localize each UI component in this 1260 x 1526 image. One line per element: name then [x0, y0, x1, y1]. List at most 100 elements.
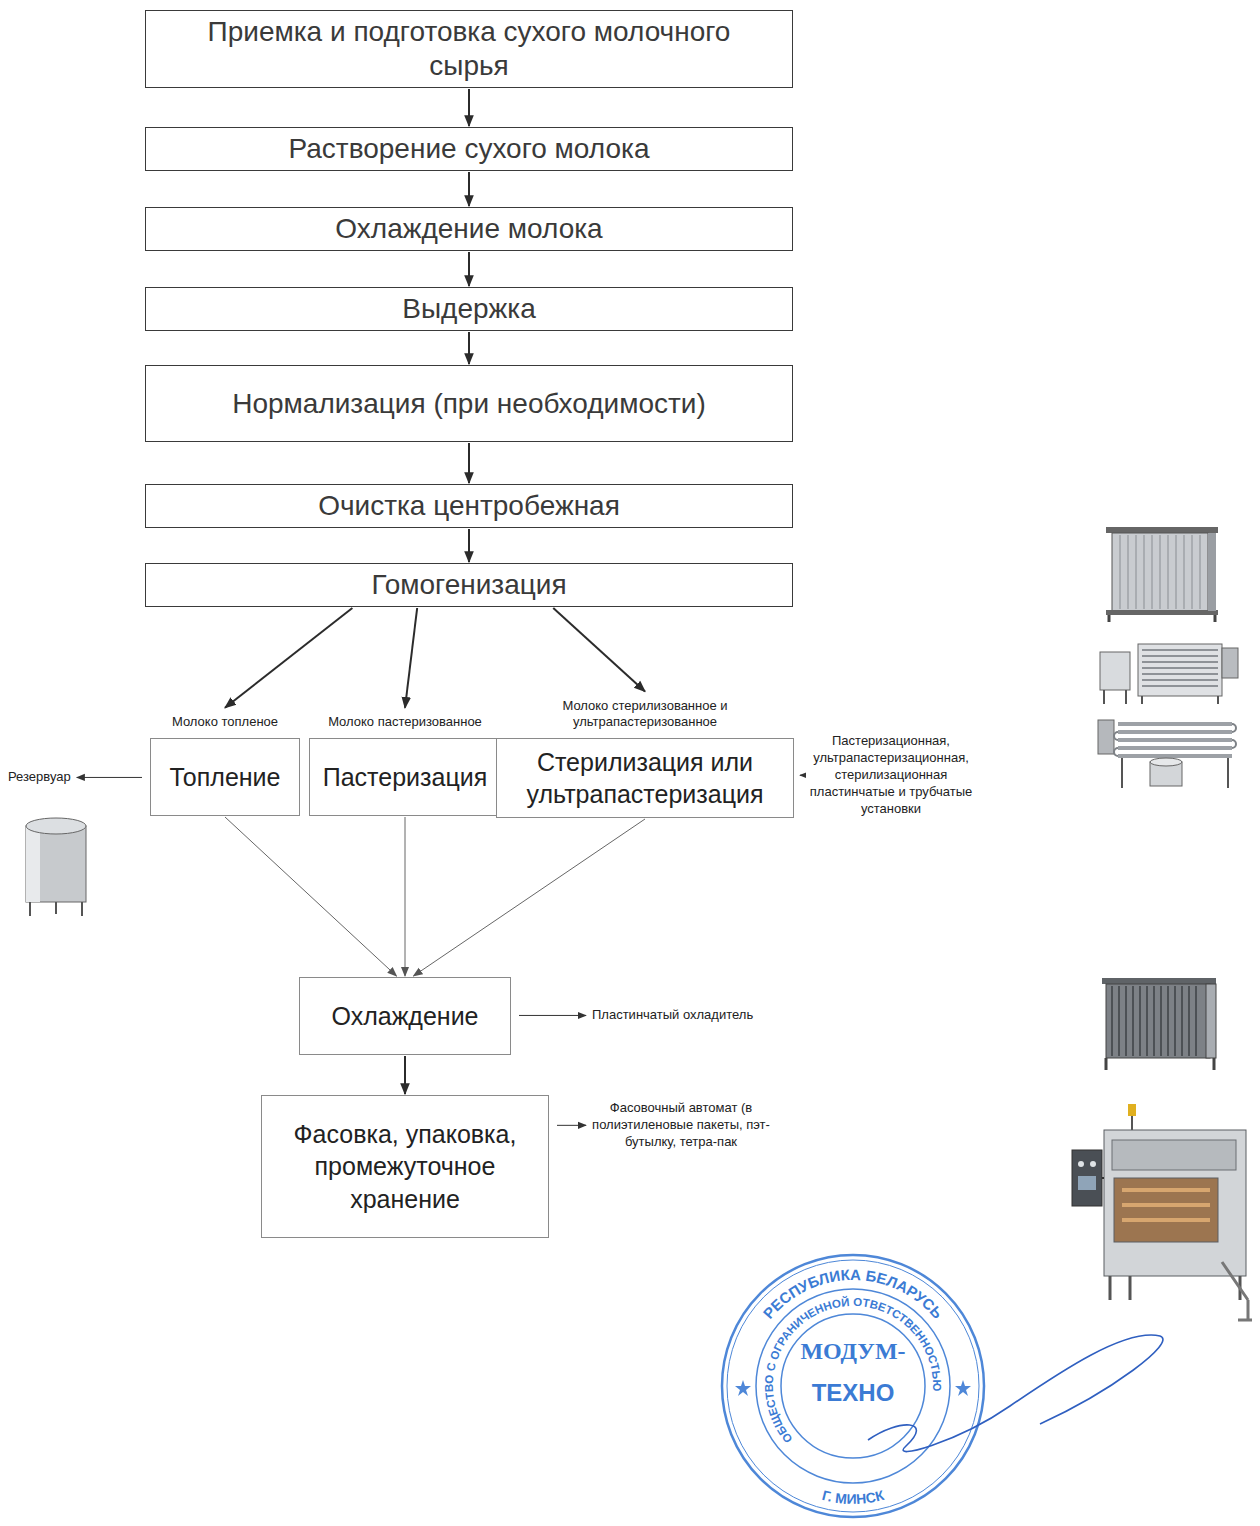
process-box: Нормализация (при необходимости) — [145, 365, 793, 442]
product-process-group: Молоко пастеризованноеПастеризация — [309, 714, 502, 816]
pasteurizer-frame — [1138, 644, 1222, 696]
stamp-text: ОБЩЕСТВО С ОГРАНИЧЕННОЙ ОТВЕТСТВЕННОСТЬЮ — [763, 1296, 943, 1445]
tank-picture — [26, 818, 86, 916]
leader-lines — [77, 775, 802, 1125]
machine-window — [1114, 1178, 1218, 1242]
process-box: Растворение сухого молока — [145, 127, 793, 171]
flow-arrow — [413, 819, 645, 976]
process-step: Растворение сухого молока — [145, 127, 793, 171]
cooler-plates — [1106, 984, 1210, 1058]
process-box: Приемка и подготовка сухого молочного сы… — [145, 10, 793, 88]
stamp-text: ОБЩЕСТВО С ОГРАНИЧЕННОЙ ОТВЕТСТВЕННОСТЬЮ — [763, 1296, 943, 1445]
flow-arrow — [468, 89, 470, 126]
product-heading: Молоко топленое — [172, 714, 278, 730]
flow-arrow — [468, 172, 470, 206]
pasteurizer-picture — [1100, 644, 1238, 704]
process-box: Топление — [150, 738, 300, 816]
leader-arrow — [77, 777, 142, 778]
exchanger-top-bar — [1106, 527, 1218, 533]
flow-arrow — [468, 443, 470, 483]
process-text: Приемка и подготовка сухого молочного сы… — [169, 15, 769, 82]
process-box: Пастеризация — [309, 738, 502, 816]
stamp-text: РЕСПУБЛИКА БЕЛАРУСЬ — [760, 1266, 947, 1322]
machine-cabinet — [1104, 1130, 1246, 1276]
machine-display — [1078, 1176, 1096, 1190]
product-heading: Молоко стерилизованное и ультрапастеризо… — [538, 698, 753, 731]
flow-arrow — [468, 252, 470, 286]
stamp-text: Г. МИНСК — [820, 1487, 886, 1507]
machine-packages — [1122, 1190, 1210, 1220]
process-text: Очистка центробежная — [318, 489, 620, 523]
process-text: Охлаждение молока — [335, 212, 602, 246]
equipment-label: Пластинчатый охладитель — [592, 1007, 753, 1024]
stamp-middle-ring — [756, 1289, 950, 1483]
process-step: Охлаждение молока — [145, 207, 793, 251]
tubular-tubes — [1118, 724, 1232, 756]
leader-arrow — [519, 1015, 586, 1016]
flow-arrow — [468, 332, 470, 364]
machine-top-section — [1112, 1140, 1236, 1170]
process-step: Фасовка, упаковка, промежуточное хранени… — [261, 1095, 549, 1238]
process-box: Очистка центробежная — [145, 484, 793, 528]
filling-machine-picture — [1072, 1104, 1252, 1320]
process-step: Приемка и подготовка сухого молочного сы… — [145, 10, 793, 88]
tubular-bends — [1114, 724, 1236, 756]
tubular-legs — [1122, 758, 1228, 788]
process-text: Выдержка — [402, 292, 535, 326]
process-text: Охлаждение — [331, 1000, 478, 1033]
tank-body — [26, 826, 86, 902]
tubular-unit-picture — [1098, 720, 1236, 788]
equipment-label: Фасовочный автомат (в полиэтиленовые пак… — [592, 1100, 770, 1151]
tubular-tank-lid — [1150, 758, 1182, 766]
process-text: Гомогенизация — [371, 568, 566, 602]
flow-arrow — [468, 529, 470, 562]
stamp-star — [735, 1380, 751, 1396]
exchanger-end-plate — [1208, 533, 1216, 611]
process-step: Охлаждение — [299, 977, 511, 1055]
process-box: Охлаждение — [299, 977, 511, 1055]
process-box: Стерилизация или ультрапастеризация — [496, 738, 794, 818]
stamp-text: ТЕХНО — [812, 1380, 895, 1406]
process-text: Фасовка, упаковка, промежуточное хранени… — [275, 1118, 535, 1216]
cooler-top-bar — [1102, 978, 1216, 984]
stamp-star — [955, 1380, 971, 1396]
stamp-rings — [722, 1255, 984, 1517]
exchanger-plates — [1112, 533, 1208, 611]
stamp-text-ring: РЕСПУБЛИКА БЕЛАРУСЬОБЩЕСТВО С ОГРАНИЧЕНН… — [760, 1266, 947, 1507]
process-box: Гомогенизация — [145, 563, 793, 607]
flow-arrow — [405, 608, 417, 708]
tank-legs — [30, 902, 82, 916]
flow-arrow — [404, 1056, 406, 1094]
stamp-outer-ring — [722, 1255, 984, 1517]
stamp-inner-ring — [781, 1314, 925, 1458]
stamp-text: Г. МИНСК — [820, 1487, 886, 1507]
equipment-label: Пастеризационная, ультрапастеризационная… — [806, 733, 976, 817]
machine-legs — [1110, 1276, 1240, 1300]
pasteurizer-legs — [1104, 690, 1218, 704]
plate-cooler-picture — [1102, 978, 1216, 1070]
flow-arrow — [225, 608, 352, 708]
cooler-end-plate — [1206, 984, 1216, 1058]
machine-panel-arm — [1102, 1177, 1104, 1179]
machine-lamp-pole — [1131, 1116, 1133, 1130]
process-box: Выдержка — [145, 287, 793, 331]
cooler-legs — [1106, 1058, 1214, 1070]
machine-button — [1078, 1161, 1084, 1167]
tank-lid — [26, 818, 86, 834]
pasteurizer-tubes — [1142, 650, 1218, 686]
stamp-outer-ring — [727, 1260, 979, 1512]
machine-control-panel — [1072, 1150, 1102, 1206]
process-text: Топление — [170, 761, 281, 794]
pasteurizer-panel — [1222, 648, 1238, 678]
process-box: Охлаждение молока — [145, 207, 793, 251]
process-step: Очистка центробежная — [145, 484, 793, 528]
tank-highlight — [26, 826, 40, 902]
flow-arrow — [405, 817, 406, 976]
process-step: Нормализация (при необходимости) — [145, 365, 793, 442]
stamp-text: РЕСПУБЛИКА БЕЛАРУСЬ — [760, 1266, 947, 1322]
product-heading: Молоко пастеризованное — [328, 714, 482, 730]
exchanger-bottom-bar — [1106, 610, 1218, 615]
process-text: Нормализация (при необходимости) — [232, 387, 706, 421]
signature — [868, 1335, 1163, 1452]
